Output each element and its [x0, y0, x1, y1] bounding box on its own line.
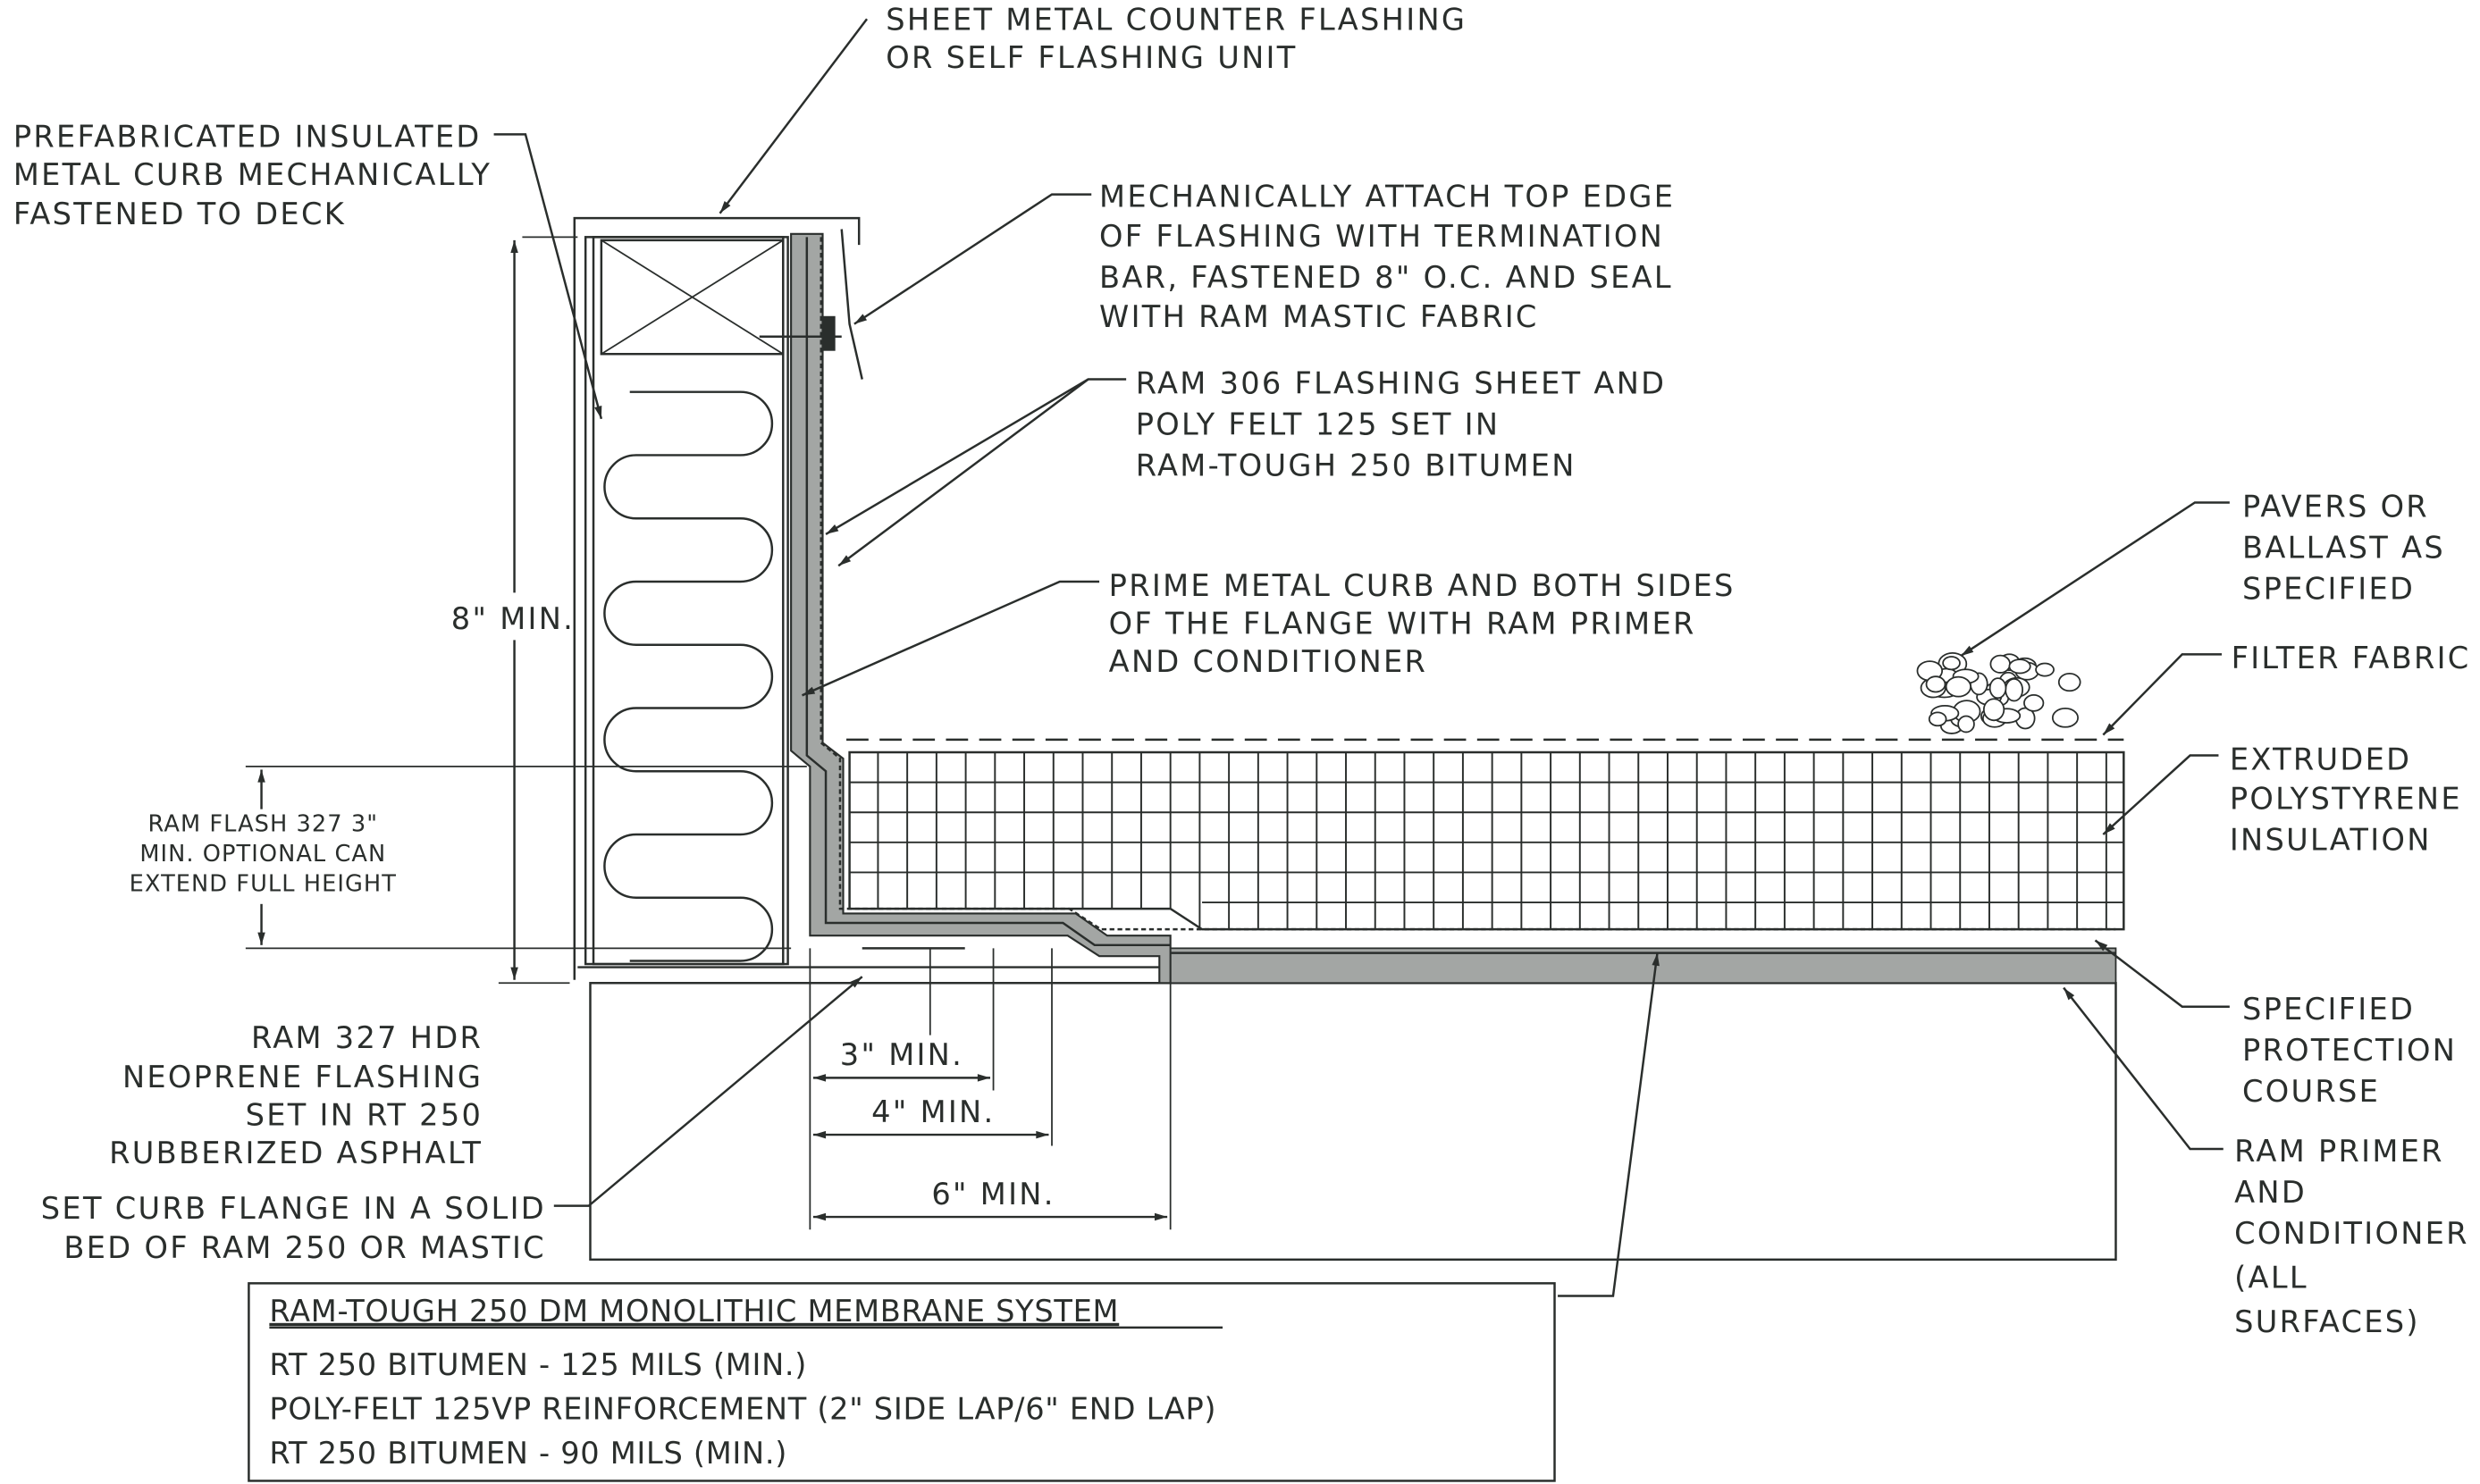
ballast-stone — [1982, 698, 2005, 722]
ballast-stone — [1925, 675, 1946, 693]
label-line: NEOPRENE FLASHING — [122, 1060, 483, 1094]
label-line: SET IN RT 250 — [246, 1097, 483, 1132]
label-line: MIN. OPTIONAL CAN — [139, 841, 386, 868]
label-line: WITH RAM MASTIC FABRIC — [1099, 299, 1539, 334]
ballast-stone — [1945, 675, 1971, 698]
label-line: MECHANICALLY ATTACH TOP EDGE — [1099, 180, 1675, 214]
label-line: METAL CURB MECHANICALLY — [13, 157, 492, 192]
label-line: INSULATION — [2230, 823, 2432, 858]
label-line: EXTRUDED — [2230, 742, 2411, 776]
label-curb: PREFABRICATED INSULATED METAL CURB MECHA… — [13, 120, 492, 232]
ballast-stone — [2051, 707, 2079, 728]
termination-bar — [822, 315, 836, 351]
label-line: OF FLASHING WITH TERMINATION — [1099, 219, 1664, 254]
system-box-line: POLY-FELT 125VP REINFORCEMENT (2" SIDE L… — [269, 1391, 1216, 1426]
label-line: PAVERS OR — [2242, 489, 2429, 524]
label-line: SHEET METAL COUNTER FLASHING — [886, 3, 1467, 38]
label-line: BALLAST AS — [2242, 530, 2445, 565]
label-line: SPECIFIED — [2242, 571, 2415, 606]
label-line: OF THE FLANGE WITH RAM PRIMER — [1109, 606, 1696, 641]
label-line: BED OF RAM 250 OR MASTIC — [63, 1230, 546, 1265]
ballast-stone — [1957, 715, 1975, 734]
membrane-system-box: RAM-TOUGH 250 DM MONOLITHIC MEMBRANE SYS… — [248, 1282, 1556, 1482]
label-counter-flashing: SHEET METAL COUNTER FLASHING OR SELF FLA… — [886, 3, 1467, 75]
label-line: RAM-TOUGH 250 BITUMEN — [1136, 448, 1576, 482]
ballast-stone — [2023, 694, 2045, 712]
ballast-stone — [1928, 711, 1947, 727]
label-line: CONDITIONER — [2234, 1216, 2469, 1251]
label-line: RUBBERIZED ASPHALT — [109, 1136, 483, 1170]
label-line: SURFACES) — [2234, 1304, 2420, 1339]
leader-lines — [493, 18, 2230, 1297]
label-curb-flange: SET CURB FLANGE IN A SOLID BED OF RAM 25… — [41, 1191, 546, 1265]
system-box-line: RT 250 BITUMEN - 90 MILS (MIN.) — [269, 1436, 787, 1471]
roof-deck — [589, 982, 2117, 1262]
curb-insulation — [603, 390, 774, 962]
label-line: PRIME METAL CURB AND BOTH SIDES — [1109, 568, 1736, 603]
dimension-6in: 6" MIN. — [931, 1177, 1055, 1212]
label-ram-flash: RAM FLASH 327 3" MIN. OPTIONAL CAN EXTEN… — [130, 810, 397, 898]
system-box-line: RT 250 BITUMEN - 125 MILS (MIN.) — [269, 1347, 807, 1382]
pavers-ballast — [1916, 652, 2081, 734]
ballast-stone — [2008, 658, 2031, 675]
label-line: OR SELF FLASHING UNIT — [886, 40, 1297, 75]
ballast-stone — [1988, 677, 2007, 700]
label-line: RAM FLASH 327 3" — [148, 810, 379, 837]
dimension-3in: 3" MIN. — [840, 1037, 963, 1072]
label-neoprene: RAM 327 HDR NEOPRENE FLASHING SET IN RT … — [109, 1020, 483, 1170]
label-xps: EXTRUDED POLYSTYRENE INSULATION — [2230, 742, 2462, 858]
label-line: POLYSTYRENE — [2230, 782, 2462, 817]
ballast-stone — [1989, 654, 2011, 674]
label-line: PROTECTION — [2242, 1033, 2457, 1068]
dimension-labels: 3" MIN. 4" MIN. 6" MIN. — [840, 1037, 1055, 1212]
label-line: AND — [2234, 1175, 2307, 1210]
dimension-4in: 4" MIN. — [871, 1094, 995, 1129]
label-line: (ALL — [2234, 1261, 2308, 1295]
label-pavers: PAVERS OR BALLAST AS SPECIFIED — [2242, 489, 2445, 606]
label-line: PREFABRICATED INSULATED — [13, 120, 482, 155]
label-line: RAM 327 HDR — [251, 1020, 483, 1055]
label-line: POLY FELT 125 SET IN — [1136, 407, 1501, 441]
ballast-stone — [1942, 656, 1961, 671]
label-line: EXTEND FULL HEIGHT — [130, 871, 397, 898]
label-prime: PRIME METAL CURB AND BOTH SIDES OF THE F… — [1109, 568, 1736, 679]
label-line: BAR, FASTENED 8" O.C. AND SEAL — [1099, 260, 1673, 295]
label-height-min: 8" MIN. — [451, 601, 575, 636]
label-line: SPECIFIED — [2242, 992, 2415, 1027]
label-line: AND CONDITIONER — [1109, 644, 1428, 679]
system-box-title: RAM-TOUGH 250 DM MONOLITHIC MEMBRANE SYS… — [269, 1294, 1119, 1329]
label-line: RAM 306 FLASHING SHEET AND — [1136, 365, 1667, 400]
label-termination: MECHANICALLY ATTACH TOP EDGE OF FLASHING… — [1099, 180, 1675, 334]
label-line: SET CURB FLANGE IN A SOLID — [41, 1191, 546, 1226]
label-line: COURSE — [2242, 1074, 2380, 1109]
label-filter-fabric: FILTER FABRIC — [2232, 641, 2471, 675]
ballast-stone — [2005, 677, 2024, 702]
extruded-polystyrene-insulation — [848, 750, 2125, 931]
label-primer: RAM PRIMER AND CONDITIONER (ALL SURFACES… — [2234, 1134, 2469, 1339]
ballast-stone — [2057, 672, 2081, 692]
label-flashing-sheet: RAM 306 FLASHING SHEET AND POLY FELT 125… — [1136, 365, 1667, 482]
dimension-lines — [245, 236, 1172, 1230]
label-protection: SPECIFIED PROTECTION COURSE — [2242, 992, 2457, 1109]
metal-curb — [573, 216, 1171, 980]
ballast-stone — [2035, 662, 2055, 677]
label-line: FASTENED TO DECK — [13, 197, 346, 231]
label-line: RAM PRIMER — [2234, 1134, 2444, 1169]
